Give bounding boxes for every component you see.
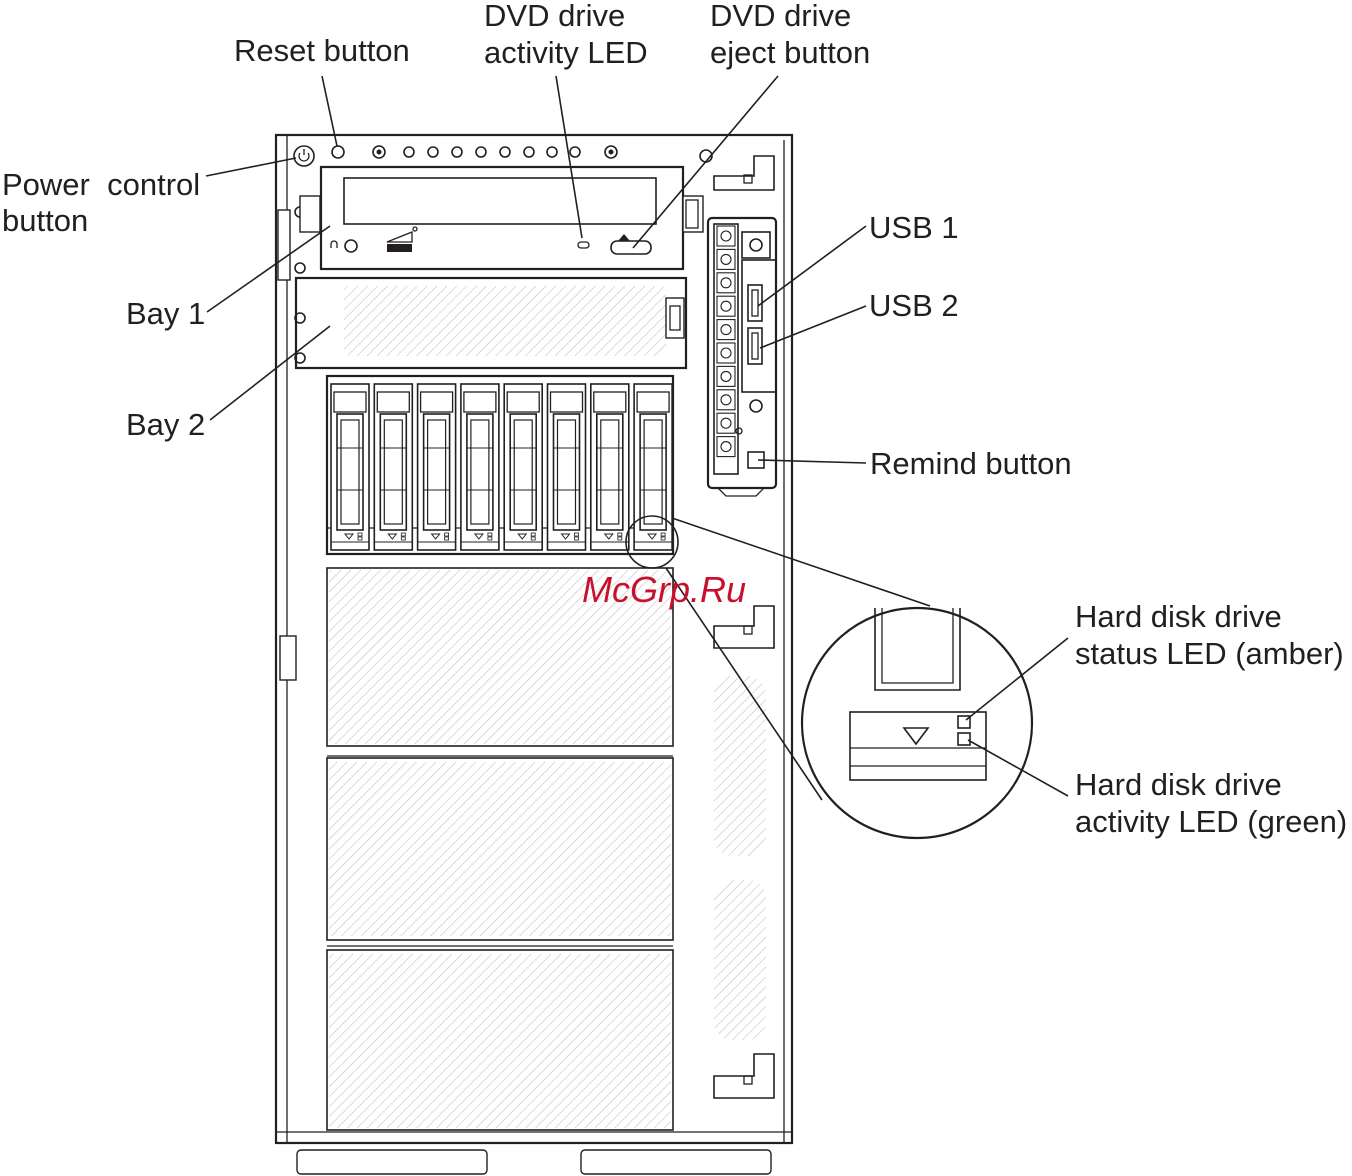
hdd-bays — [331, 384, 672, 550]
panel-screw — [721, 442, 731, 452]
bay-2-filler — [296, 278, 686, 368]
bay-1-dvd-drive — [300, 167, 703, 269]
panel-cell — [717, 296, 735, 316]
hdd-activity-led-label-line1: Hard disk drive — [1075, 767, 1282, 802]
control-strip — [294, 146, 712, 166]
panel-screw — [721, 395, 731, 405]
watermark: McGrp.Ru — [582, 569, 746, 610]
hdd-led-callout — [626, 516, 1032, 838]
panel-screw — [721, 325, 731, 335]
hdd-bay — [504, 384, 542, 550]
volume-wheel — [387, 244, 412, 252]
reset-button — [332, 146, 344, 158]
dvd-activity-led-label-line1: DVD drive — [484, 0, 625, 33]
usb-2-label: USB 2 — [869, 288, 959, 323]
lower-filler-panels — [327, 568, 673, 1130]
hdd-activity-led-label-line2: activity LED (green) — [1075, 804, 1347, 839]
panel-screw — [721, 418, 731, 428]
panel-cell — [717, 249, 735, 269]
power-icon — [299, 149, 309, 161]
operator-information-panel — [708, 218, 776, 496]
panel-cell — [717, 390, 735, 410]
panel-screw — [721, 348, 731, 358]
panel-cell — [717, 437, 735, 457]
remind-button-label: Remind button — [870, 446, 1072, 481]
reset-button-label: Reset button — [234, 33, 410, 68]
dvd-eject-button — [611, 241, 651, 254]
triangle-marker-icon — [904, 728, 928, 744]
panel-screw — [721, 278, 731, 288]
dvd-activity-led — [578, 242, 589, 248]
eject-icon — [618, 234, 630, 241]
panel-cell — [717, 366, 735, 386]
panel-cell — [717, 413, 735, 433]
hdd-bay — [418, 384, 456, 550]
headphone-icon — [331, 241, 337, 248]
panel-cell — [717, 320, 735, 340]
usb-1-label: USB 1 — [869, 210, 959, 245]
panel-cell — [717, 343, 735, 363]
power-control-button-label-line2: button — [2, 203, 88, 238]
dvd-eject-button-label-line1: DVD drive — [710, 0, 851, 33]
panel-cell — [717, 226, 735, 246]
bay-1-label: Bay 1 — [126, 296, 205, 331]
hdd-bay — [634, 384, 672, 550]
hdd-bay — [548, 384, 586, 550]
bay-2-label: Bay 2 — [126, 407, 205, 442]
chassis-foot-right — [581, 1150, 771, 1174]
panel-screw — [721, 231, 731, 241]
hdd-status-led-label-line1: Hard disk drive — [1075, 599, 1282, 634]
panel-cell — [717, 273, 735, 293]
hdd-bay — [461, 384, 499, 550]
hdd-bay — [331, 384, 369, 550]
power-control-button-label-line1: Power control — [2, 167, 200, 202]
hdd-activity-led-green — [958, 733, 970, 745]
dvd-eject-button-label-line2: eject button — [710, 35, 870, 70]
dvd-activity-led-label-line2: activity LED — [484, 35, 648, 70]
hdd-status-led-label-line2: status LED (amber) — [1075, 636, 1344, 671]
hdd-bay — [591, 384, 629, 550]
panel-screw — [721, 301, 731, 311]
headphone-jack-icon — [345, 240, 357, 252]
panel-screw — [721, 371, 731, 381]
volume-icon — [387, 232, 412, 242]
hdd-bay — [374, 384, 412, 550]
panel-screw — [721, 254, 731, 264]
chassis-foot-left — [297, 1150, 487, 1174]
